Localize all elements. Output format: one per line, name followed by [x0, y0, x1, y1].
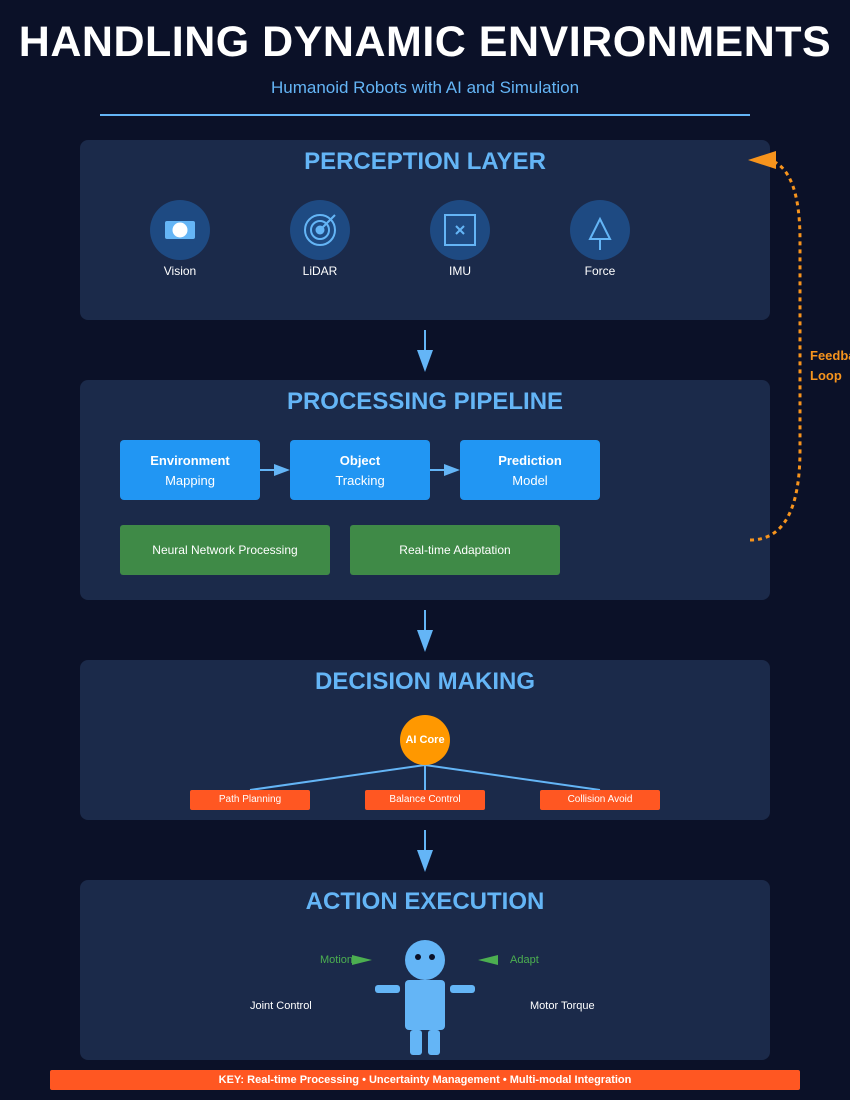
stage-subtitle: Tracking [335, 473, 385, 488]
adapt-arrow [478, 955, 498, 965]
branch-collision-avoid: Collision Avoid [540, 790, 660, 810]
stage-title: Environment [150, 453, 230, 468]
page-subtitle: Humanoid Robots with AI and Simulation [270, 78, 580, 97]
imu-cross-icon [444, 214, 476, 246]
sensor-label-imu: IMU [449, 264, 471, 278]
sensor-label-lidar: LiDAR [302, 264, 338, 278]
feedback-loop-label: Feedback Loop [810, 346, 850, 386]
adapt-label: Adapt [510, 954, 539, 966]
action-title: ACTION EXECUTION [305, 888, 545, 915]
module-neural-network: Neural Network Processing [120, 525, 330, 575]
feedback-label-line2: Loop [810, 368, 842, 383]
camera-icon [165, 221, 195, 239]
stage-title: Object [339, 453, 381, 468]
flow-arrow-decision-action [417, 830, 433, 872]
flow-arrow-perception-processing [417, 330, 433, 372]
stage-environment-mapping: Environment Mapping [120, 440, 260, 500]
processing-title: PROCESSING PIPELINE [286, 388, 564, 415]
sensor-label-vision: Vision [163, 264, 197, 278]
stage-prediction-model: Prediction Model [460, 440, 600, 500]
motion-label: Motion [320, 954, 354, 966]
motion-arrow [352, 955, 372, 965]
ai-core-node: AI Core [400, 715, 450, 765]
imu-sensor [430, 200, 490, 260]
page-title: HANDLING DYNAMIC ENVIRONMENTS [18, 18, 832, 66]
key-legend-bar: KEY: Real-time Processing • Uncertainty … [50, 1070, 800, 1090]
motor-torque-label: Motor Torque [530, 1000, 595, 1012]
pipeline-arrow-2 [430, 464, 460, 476]
stage-subtitle: Mapping [165, 473, 215, 488]
stage-title: Prediction [498, 453, 562, 468]
radar-target-icon [304, 214, 336, 246]
flow-arrow-processing-decision [417, 610, 433, 652]
sensor-label-force: Force [584, 264, 616, 278]
branch-balance-control: Balance Control [365, 790, 485, 810]
robot-figure [375, 940, 475, 1055]
feedback-label-line1: Feedback [810, 348, 850, 363]
force-sensor [570, 200, 630, 260]
joint-control-label: Joint Control [250, 1000, 312, 1012]
stage-subtitle: Model [512, 473, 548, 488]
title-divider [100, 114, 750, 116]
branch-path-planning: Path Planning [190, 790, 310, 810]
ai-core-branches [249, 764, 601, 791]
perception-title: PERCEPTION LAYER [304, 148, 546, 175]
feedback-loop-arrow [748, 151, 802, 542]
force-triangle-icon [588, 216, 612, 250]
pipeline-arrow-1 [260, 464, 290, 476]
stage-object-tracking: Object Tracking [290, 440, 430, 500]
decision-title: DECISION MAKING [314, 668, 535, 695]
lidar-sensor [290, 200, 350, 260]
vision-sensor [150, 200, 210, 260]
module-realtime-adaptation: Real-time Adaptation [350, 525, 560, 575]
